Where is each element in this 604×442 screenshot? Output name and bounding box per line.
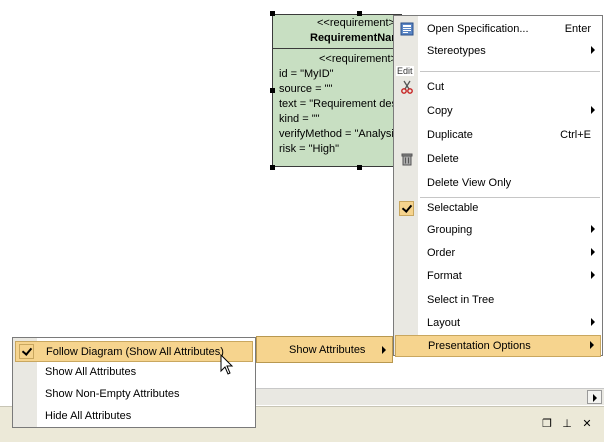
menu-item-label: Order <box>427 247 456 259</box>
menu-group-label: Edit <box>396 66 414 76</box>
resize-handle[interactable] <box>270 11 275 16</box>
attribute-id: id = "MyID" <box>279 68 334 80</box>
submenu-arrow-icon <box>591 271 595 279</box>
menu-item-format[interactable]: Format <box>395 266 601 288</box>
resize-handle[interactable] <box>270 165 275 170</box>
submenu-arrow-icon <box>591 248 595 256</box>
menu-item-label: Delete <box>427 153 459 165</box>
menu-item-shortcut: Ctrl+E <box>560 129 591 141</box>
menu-item-label: Selectable <box>427 202 479 214</box>
menu-item-label: Hide All Attributes <box>45 410 132 422</box>
menu-item-order[interactable]: Order <box>395 243 601 265</box>
delete-icon <box>401 153 413 166</box>
menu-item-label: Show Attributes <box>289 344 366 356</box>
menu-item-label: Stereotypes <box>427 45 486 57</box>
menu-item-select-in-tree[interactable]: Select in Tree <box>395 290 601 312</box>
scroll-right-button[interactable] <box>587 390 602 404</box>
submenu-item-show-all-attributes[interactable]: Show All Attributes <box>15 362 253 383</box>
submenu-arrow-icon <box>591 318 595 326</box>
menu-item-label: Show All Attributes <box>45 366 137 378</box>
menu-item-label: Copy <box>427 105 453 117</box>
context-menu: Open Specification... Enter Stereotypes … <box>393 15 603 357</box>
menu-item-stereotypes[interactable]: Stereotypes <box>395 41 601 63</box>
specification-icon <box>400 22 414 36</box>
menu-separator <box>420 71 600 72</box>
restore-icon[interactable]: ❐ <box>542 417 552 430</box>
resize-handle[interactable] <box>270 88 275 93</box>
menu-item-show-attributes[interactable]: Show Attributes <box>256 336 393 363</box>
menu-item-cut[interactable]: Cut <box>395 77 601 99</box>
requirement-stereotype: <<requirement>> <box>317 17 402 29</box>
menu-item-label: Duplicate <box>427 129 473 141</box>
menu-item-label: Delete View Only <box>427 177 512 189</box>
menu-item-label: Open Specification... <box>427 23 529 35</box>
requirement-name: RequirementName <box>310 32 402 44</box>
pin-icon[interactable]: ⊥ <box>562 417 572 430</box>
menu-item-label: Cut <box>427 81 445 93</box>
menu-item-presentation-options[interactable]: Presentation Options <box>395 335 601 357</box>
attribute-verify-method: verifyMethod = "Analysis" <box>279 128 402 140</box>
menu-item-open-specification[interactable]: Open Specification... Enter <box>395 19 601 41</box>
resize-handle[interactable] <box>357 165 362 170</box>
menu-item-shortcut: Enter <box>564 23 591 35</box>
compartment-stereotype: <<requirement>> <box>319 53 402 65</box>
menu-item-label: Grouping <box>427 224 473 236</box>
menu-item-label: Follow Diagram (Show All Attributes) <box>46 346 224 358</box>
cut-icon <box>401 80 413 94</box>
submenu-arrow-icon <box>591 46 595 54</box>
menu-item-label: Layout <box>427 317 461 329</box>
attribute-risk: risk = "High" <box>279 143 340 155</box>
menu-item-duplicate[interactable]: Duplicate Ctrl+E <box>395 125 601 147</box>
submenu-arrow-icon <box>382 346 386 354</box>
menu-separator <box>420 197 600 198</box>
submenu-arrow-icon <box>591 106 595 114</box>
menu-item-delete-view-only[interactable]: Delete View Only <box>395 173 601 195</box>
submenu-arrow-icon <box>590 341 594 349</box>
menu-item-label: Format <box>427 270 462 282</box>
attribute-kind: kind = "" <box>279 113 320 125</box>
cursor-icon <box>220 354 234 375</box>
attributes-submenu: Follow Diagram (Show All Attributes) Sho… <box>12 337 256 428</box>
attribute-text: text = "Requirement description" <box>279 98 401 110</box>
menu-item-label: Select in Tree <box>427 294 495 306</box>
submenu-item-follow-diagram[interactable]: Follow Diagram (Show All Attributes) <box>15 341 253 362</box>
menu-item-label: Presentation Options <box>428 340 531 352</box>
menu-item-grouping[interactable]: Grouping <box>395 220 601 242</box>
attribute-source: source = "" <box>279 83 333 95</box>
checkmark-icon <box>19 344 34 359</box>
checkmark-icon <box>399 201 414 216</box>
menu-item-label: Show Non-Empty Attributes <box>45 388 180 400</box>
menu-item-copy[interactable]: Copy <box>395 101 601 123</box>
menu-item-selectable[interactable]: Selectable <box>395 198 601 220</box>
resize-handle[interactable] <box>357 11 362 16</box>
menu-item-layout[interactable]: Layout <box>395 313 601 335</box>
horizontal-scrollbar[interactable] <box>255 388 604 405</box>
compartment-divider <box>273 48 401 49</box>
submenu-arrow-icon <box>591 225 595 233</box>
menu-item-delete[interactable]: Delete <box>395 149 601 171</box>
submenu-item-hide-all-attributes[interactable]: Hide All Attributes <box>15 406 253 427</box>
close-icon[interactable]: ✕ <box>582 417 592 430</box>
submenu-item-show-non-empty-attributes[interactable]: Show Non-Empty Attributes <box>15 384 253 405</box>
requirement-element[interactable]: <<requirement>> RequirementName <<requir… <box>272 14 402 167</box>
